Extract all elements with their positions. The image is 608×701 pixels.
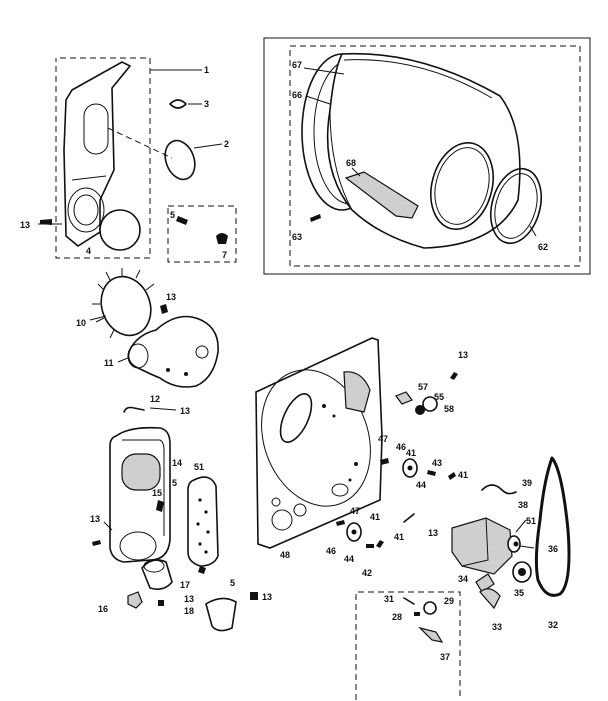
callout-51: 51 xyxy=(194,462,204,472)
callout-34: 34 xyxy=(458,574,468,584)
rear-bulkhead-group: 13 57 55 58 47 46 41 43 44 41 47 41 46 4… xyxy=(255,337,468,578)
motor-group: 39 38 51 36 34 35 32 33 xyxy=(451,456,571,632)
callout-44-lower: 44 xyxy=(344,554,354,564)
drive-belt xyxy=(534,456,571,597)
callout-1: 1 xyxy=(204,65,209,75)
callout-57: 57 xyxy=(418,382,428,392)
drum-baffle xyxy=(344,171,419,219)
callout-12: 12 xyxy=(150,394,160,404)
callout-28: 28 xyxy=(392,612,402,622)
switch-group: 31 29 28 37 xyxy=(355,591,461,700)
callout-33: 33 xyxy=(492,622,502,632)
callout-17: 17 xyxy=(180,580,190,590)
duct-cup xyxy=(205,597,237,632)
callout-11: 11 xyxy=(104,358,114,368)
drum-group: 67 66 68 63 62 xyxy=(263,37,591,275)
callout-41-mid: 41 xyxy=(394,532,404,542)
front-seal-ring xyxy=(164,139,196,181)
duct-cover-plate xyxy=(187,476,219,567)
callout-67: 67 xyxy=(292,60,302,70)
callout-48: 48 xyxy=(280,550,290,560)
blower-group: 10 13 11 xyxy=(76,268,219,388)
rear-bulkhead-panel xyxy=(255,337,383,549)
callout-43: 43 xyxy=(432,458,442,468)
callout-13-duct-top: 13 xyxy=(180,406,190,416)
callout-4: 4 xyxy=(86,246,91,256)
callout-41-right: 41 xyxy=(458,470,468,480)
callout-10: 10 xyxy=(76,318,86,328)
callout-29: 29 xyxy=(444,596,454,606)
callout-47: 47 xyxy=(378,434,388,444)
callout-5-duct: 5 xyxy=(172,478,177,488)
duct-elbow xyxy=(141,559,173,590)
callout-18: 18 xyxy=(184,606,194,616)
callout-42: 42 xyxy=(362,568,372,578)
callout-13-rear: 13 xyxy=(458,350,468,360)
callout-13-blower: 13 xyxy=(166,292,176,302)
callout-2: 2 xyxy=(224,139,229,149)
callout-68: 68 xyxy=(346,158,356,168)
callout-55: 55 xyxy=(434,392,444,402)
callout-37: 37 xyxy=(440,652,450,662)
blower-impeller xyxy=(100,275,152,337)
callout-15: 15 xyxy=(152,488,162,498)
callout-39: 39 xyxy=(522,478,532,488)
callout-5-lower: 5 xyxy=(230,578,235,588)
callout-13-duct-left: 13 xyxy=(90,514,100,524)
callout-47-lower: 47 xyxy=(350,506,360,516)
callout-13-duct-bottom: 13 xyxy=(184,594,194,604)
callout-41: 41 xyxy=(406,448,416,458)
callout-35: 35 xyxy=(514,588,524,598)
callout-5: 5 xyxy=(170,210,175,220)
exhaust-duct-group: 12 13 14 51 15 5 13 17 5 16 13 18 13 xyxy=(90,394,272,632)
callout-3: 3 xyxy=(204,99,209,109)
callout-41-lower: 41 xyxy=(370,512,380,522)
callout-51-motor: 51 xyxy=(526,516,536,526)
callout-31: 31 xyxy=(384,594,394,604)
blower-housing xyxy=(127,315,219,388)
callout-46-lower: 46 xyxy=(326,546,336,556)
callout-16: 16 xyxy=(98,604,108,614)
front-opening-disk xyxy=(99,209,141,251)
callout-14: 14 xyxy=(172,458,182,468)
callout-63: 63 xyxy=(292,232,302,242)
callout-62: 62 xyxy=(538,242,548,252)
callout-46: 46 xyxy=(396,442,406,452)
callout-38: 38 xyxy=(518,500,528,510)
front-panel-group: 1 3 2 13 4 5 7 xyxy=(20,57,237,263)
callout-66: 66 xyxy=(292,90,302,100)
callout-58: 58 xyxy=(444,404,454,414)
callout-13-lower: 13 xyxy=(428,528,438,538)
drive-motor xyxy=(451,517,513,575)
drum-front-opening xyxy=(430,141,494,231)
callout-7: 7 xyxy=(222,250,227,260)
callout-13-cup: 13 xyxy=(262,592,272,602)
door-clip xyxy=(169,99,187,109)
callout-44: 44 xyxy=(416,480,426,490)
callout-36: 36 xyxy=(548,544,558,554)
callout-32: 32 xyxy=(548,620,558,630)
drum-front-seal xyxy=(490,167,542,245)
callout-13: 13 xyxy=(20,220,30,230)
